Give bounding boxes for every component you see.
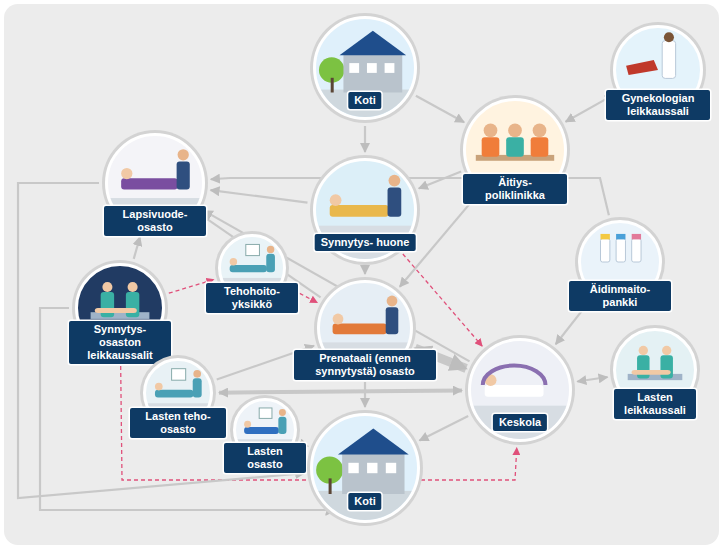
transfer-arrow [134, 237, 140, 259]
unit-label: Gynekologian leikkaussali [606, 90, 710, 120]
transfer-arrow [419, 172, 461, 189]
unit-circle: Tehohoito- yksikkö [218, 234, 286, 302]
unit-label: Keskola [493, 414, 547, 431]
unit-circle: Äidinmaito- pankki [578, 220, 662, 304]
transfer-arrow [211, 190, 308, 202]
unit-circle: Koti [313, 16, 417, 120]
unit-circle: Lasten teho-osasto [143, 358, 213, 428]
unit-circle: Lapsivuode- osasto [105, 133, 205, 233]
unit-label: Lasten osasto [224, 443, 306, 473]
unit-label: Synnytys- osaston leikkaussalit [69, 321, 171, 364]
transfer-arrow [364, 382, 366, 407]
unit-circle: Synnytys- huone [313, 158, 417, 262]
unit-label: Koti [348, 493, 381, 510]
unit-circle: Lasten leikkaussali [613, 328, 697, 412]
unit-circle: Synnytys- osaston leikkaussalit [75, 263, 165, 353]
unit-label: Synnytys- huone [315, 234, 416, 251]
transfer-arrow [40, 308, 330, 515]
unit-label: Lapsivuode- osasto [104, 206, 206, 236]
transfer-arrow [219, 391, 462, 393]
unit-circle: Prenataali (ennen synnytystä) osasto [317, 280, 413, 376]
unit-label: Lasten teho-osasto [130, 408, 226, 438]
unit-circle: Gynekologian leikkaussali [613, 25, 703, 115]
unit-label: Lasten leikkaussali [614, 389, 696, 419]
unit-circle: Keskola [468, 338, 572, 442]
dashed-transfer-arrow [403, 254, 482, 346]
transfer-arrow [416, 96, 464, 122]
transfer-arrow [364, 268, 366, 274]
unit-label: Äidinmaito- pankki [569, 281, 671, 311]
unit-label: Tehohoito- yksikkö [206, 283, 298, 313]
unit-circle: Lasten osasto [233, 398, 297, 462]
transfer-arrow [419, 416, 468, 441]
transfer-arrow [364, 126, 366, 152]
unit-circle: Äitiys- poliklinikka [463, 98, 567, 202]
unit-label: Äitiys- poliklinikka [463, 174, 567, 204]
unit-circle: Koti [310, 413, 420, 523]
unit-label: Prenataali (ennen synnytystä) osasto [294, 350, 436, 380]
transfer-arrow [577, 377, 607, 381]
unit-label: Koti [348, 92, 381, 109]
